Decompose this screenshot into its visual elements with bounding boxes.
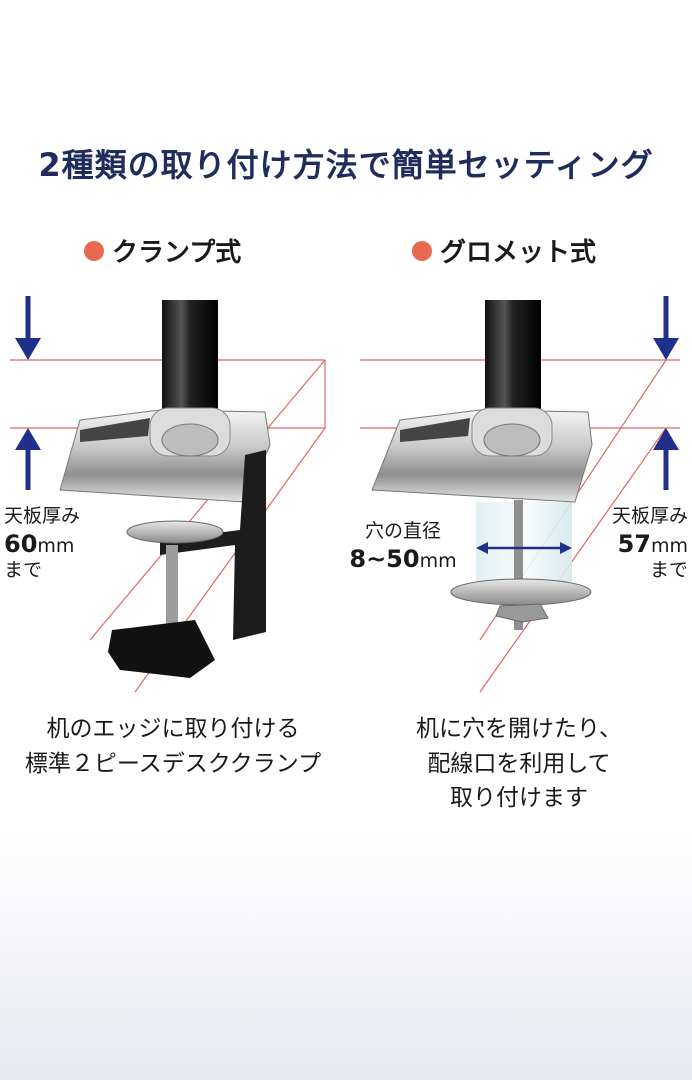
- grommet-thickness-spec: 天板厚み 57mm まで: [586, 505, 688, 583]
- grommet-bolt-image: [450, 500, 592, 630]
- thickness-suffix: まで: [4, 558, 43, 581]
- description-line: 取り付けます: [450, 785, 588, 811]
- hole-unit: mm: [419, 549, 457, 572]
- hole-value: 8~50: [349, 544, 420, 573]
- description-line: 標準２ピースデスククランプ: [24, 750, 322, 777]
- pole-image: [162, 300, 218, 418]
- thickness-suffix: まで: [649, 558, 688, 581]
- clamp-section-label: クランプ式: [84, 232, 241, 269]
- bullet-dot-icon: [412, 240, 432, 261]
- bullet-dot-icon: [84, 240, 104, 261]
- background-gradient: [0, 830, 692, 1080]
- thickness-label: 天板厚み: [611, 505, 688, 527]
- hole-diameter-arrow-icon: [476, 542, 572, 554]
- thickness-value: 60: [4, 529, 38, 558]
- grommet-base-image: [371, 407, 593, 503]
- description-line: 机に穴を開けたり、: [415, 716, 623, 742]
- description-line: 机のエッジに取り付ける: [46, 716, 300, 742]
- arrow-down-icon: [15, 296, 41, 360]
- thickness-unit: mm: [650, 534, 688, 557]
- mount-illustration: [10, 296, 680, 693]
- thickness-label: 天板厚み: [4, 505, 81, 527]
- grommet-label-text: グロメット式: [440, 238, 597, 268]
- thickness-unit: mm: [37, 534, 75, 557]
- clamp-label-text: クランプ式: [112, 238, 242, 268]
- grommet-section-label: グロメット式: [412, 232, 596, 269]
- hole-diameter-spec: 穴の直径 8~50mm: [338, 520, 468, 574]
- thickness-value: 57: [617, 529, 651, 558]
- clamp-base-image: [59, 407, 271, 503]
- clamp-body-image: [108, 450, 266, 678]
- hole-label: 穴の直径: [364, 520, 441, 542]
- pole-image: [485, 300, 541, 418]
- page-title: 2種類の取り付け方法で簡単セッティング: [38, 146, 654, 184]
- clamp-thickness-spec: 天板厚み 60mm まで: [4, 505, 80, 583]
- arrow-up-icon: [15, 428, 41, 490]
- arrow-down-icon: [653, 296, 679, 360]
- grommet-description: 机に穴を開けたり、 配線口を利用して 取り付けます: [346, 712, 692, 816]
- clamp-description: 机のエッジに取り付ける 標準２ピースデスククランプ: [0, 712, 346, 781]
- arrow-up-icon: [653, 428, 679, 490]
- description-line: 配線口を利用して: [427, 750, 611, 777]
